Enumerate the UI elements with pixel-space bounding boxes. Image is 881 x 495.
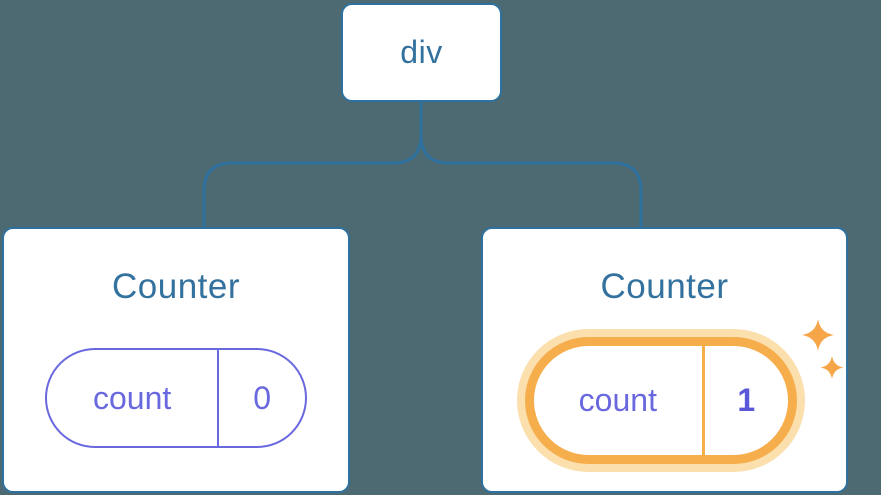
- state-value: 0: [253, 379, 272, 416]
- state-value: 1: [737, 382, 756, 418]
- counter-card-left: Counter count 0: [2, 227, 350, 493]
- state-pill-right-highlighted: count 1: [525, 337, 797, 464]
- state-key-label: count: [534, 346, 705, 455]
- counter-left-title: Counter: [111, 267, 241, 306]
- state-pill-left: count 0: [45, 348, 307, 448]
- tree-branch-right: [419, 102, 643, 228]
- root-node-div: div: [341, 3, 502, 102]
- counter-card-right: Counter count 1: [481, 227, 848, 493]
- counter-right-title: Counter: [600, 267, 729, 306]
- state-key-label: count: [47, 350, 220, 446]
- tree-branch-left: [202, 102, 423, 228]
- root-node-label: div: [400, 34, 443, 70]
